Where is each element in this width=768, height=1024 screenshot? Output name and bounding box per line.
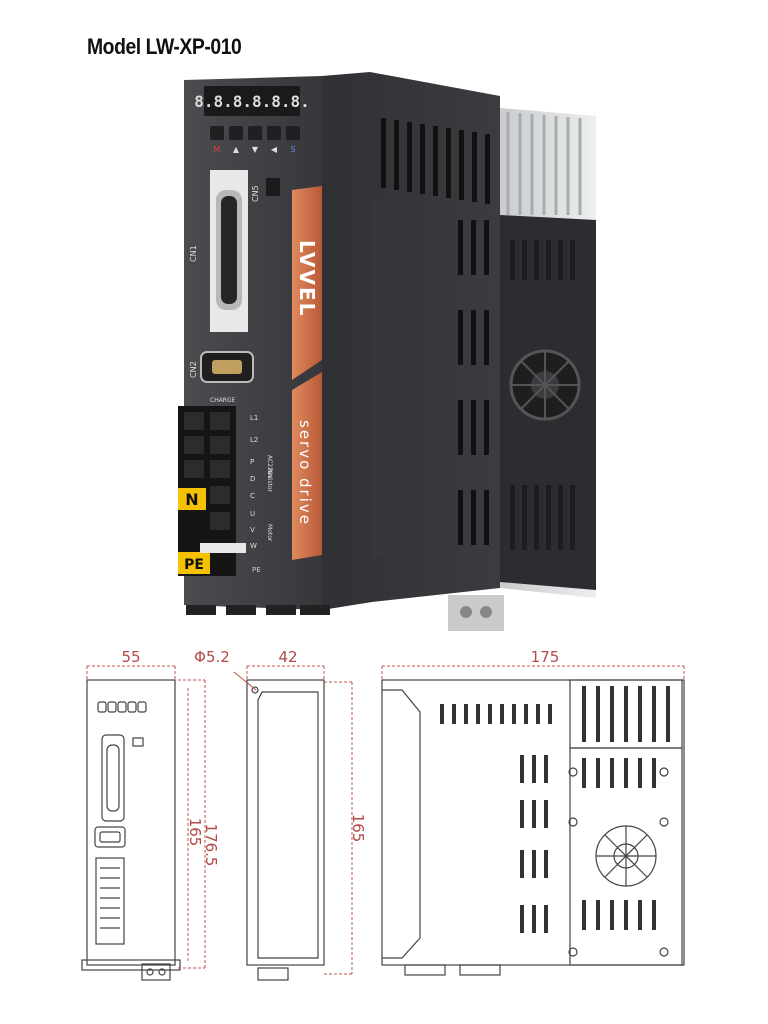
key-left[interactable]: ◀ bbox=[271, 145, 278, 154]
cn2-label: CN2 bbox=[189, 361, 198, 378]
side-view-drawing bbox=[246, 679, 325, 981]
side-panel bbox=[322, 72, 500, 610]
key-down[interactable]: ▼ bbox=[252, 145, 259, 154]
dim-height-inner: 165 bbox=[186, 818, 204, 847]
front-view-drawing bbox=[81, 679, 181, 981]
term-p: P bbox=[250, 458, 254, 466]
dim-depth-top: 42 bbox=[278, 648, 297, 666]
display-digits: 8.8.8.8.8.8. bbox=[194, 92, 310, 111]
key-up[interactable]: ▲ bbox=[233, 145, 240, 154]
dim-side-width: 175 bbox=[531, 648, 560, 666]
dimension-drawings: 55 176.5 165 Φ5.2 42 165 bbox=[81, 648, 685, 981]
resistor-label: Resistor bbox=[266, 468, 273, 493]
dim-height-outer: 176.5 bbox=[202, 824, 220, 867]
motor-label: Motor bbox=[266, 524, 273, 542]
term-w: W bbox=[250, 542, 257, 550]
key-m[interactable]: M bbox=[214, 145, 221, 154]
led-display bbox=[204, 86, 300, 116]
pe-small-label: PE bbox=[252, 566, 261, 574]
dim-hole: Φ5.2 bbox=[194, 648, 230, 666]
term-l2: L2 bbox=[250, 436, 258, 444]
term-d: D bbox=[250, 475, 255, 483]
cn5-label: CN5 bbox=[251, 185, 260, 202]
term-l1: L1 bbox=[250, 414, 258, 422]
charge-label: CHARGE bbox=[210, 397, 236, 404]
brand-tagline: servo drive bbox=[296, 420, 314, 526]
keypad bbox=[210, 126, 300, 140]
pe-terminal-label: PE bbox=[184, 557, 204, 573]
term-v: V bbox=[250, 526, 255, 534]
brand-logo: LVVEL bbox=[295, 240, 319, 317]
cn5-port bbox=[266, 178, 280, 196]
heatsink bbox=[448, 108, 596, 631]
model-title: Model LW-XP-010 bbox=[87, 34, 242, 59]
servo-drive-photo: 8.8.8.8.8.8. M ▲ ▼ ◀ S CN1 CN5 CN2 CHARG… bbox=[178, 72, 596, 631]
front-panel: 8.8.8.8.8.8. M ▲ ▼ ◀ S CN1 CN5 CN2 CHARG… bbox=[178, 76, 330, 615]
vent-slots bbox=[440, 686, 670, 933]
long-side-view-drawing bbox=[381, 679, 685, 976]
key-s[interactable]: S bbox=[290, 145, 295, 154]
term-c: C bbox=[250, 492, 255, 500]
n-terminal-label: N bbox=[185, 490, 198, 509]
dim-height-side: 165 bbox=[349, 814, 367, 843]
dim-front-width: 55 bbox=[121, 648, 140, 666]
term-u: U bbox=[250, 510, 255, 518]
cn1-label: CN1 bbox=[189, 245, 198, 262]
voltage-label: AC220V bbox=[266, 455, 273, 480]
